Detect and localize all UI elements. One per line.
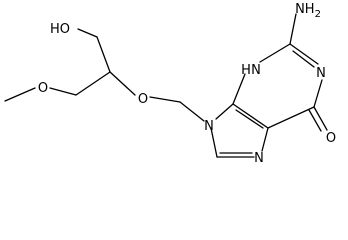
bond-n9-c4 <box>215 103 234 120</box>
ether-oxygen-label: O <box>138 92 148 107</box>
n3-hydrogen-label: H <box>241 63 251 78</box>
carbonyl-oxygen-label: O <box>326 131 336 146</box>
bond-c2-nh2 <box>289 13 297 45</box>
amino-label: NH2 <box>295 2 321 20</box>
chemical-structure-diagram: HO O O N H N NH2 N N O <box>4 2 336 165</box>
bond-ch-ch2-left <box>75 71 111 96</box>
bond-c4-n3 <box>232 73 246 105</box>
bond-lines <box>4 13 328 158</box>
bond-ch-o-middle <box>109 71 136 96</box>
n1-label: N <box>316 66 326 81</box>
bond-c4-c5 <box>232 103 269 129</box>
bond-c2-n1 <box>289 43 319 65</box>
methoxy-oxygen-label: O <box>38 81 48 96</box>
bond-ch2-o-methoxy <box>49 87 77 96</box>
hydroxyl-label: HO <box>50 22 70 37</box>
atom-labels: HO O O N H N NH2 N N O <box>38 2 336 165</box>
bond-o-ch2-linker <box>149 96 181 103</box>
bond-n3-c2 <box>259 43 291 63</box>
amino-subscript: 2 <box>315 9 321 20</box>
amino-nh: NH <box>295 2 315 17</box>
bond-ch2-ch <box>96 36 111 73</box>
n3-label: N <box>251 63 261 78</box>
bond-n9-c8 <box>210 127 218 158</box>
bond-ch2-n9 <box>179 101 205 122</box>
bond-c6-c5 <box>267 106 315 129</box>
bond-c6-o <box>313 106 328 131</box>
bond-n1-c6 <box>313 79 323 108</box>
n7-label: N <box>254 151 264 165</box>
bond-c2-n1-double <box>292 50 315 68</box>
bond-c6-o-double <box>308 109 322 132</box>
bond-c4-c5-double <box>235 109 264 129</box>
bond-ho-ch2 <box>77 28 98 38</box>
n9-label: N <box>204 119 214 134</box>
bond-o-ch3 <box>4 87 36 102</box>
bond-n7-c5 <box>261 127 269 152</box>
